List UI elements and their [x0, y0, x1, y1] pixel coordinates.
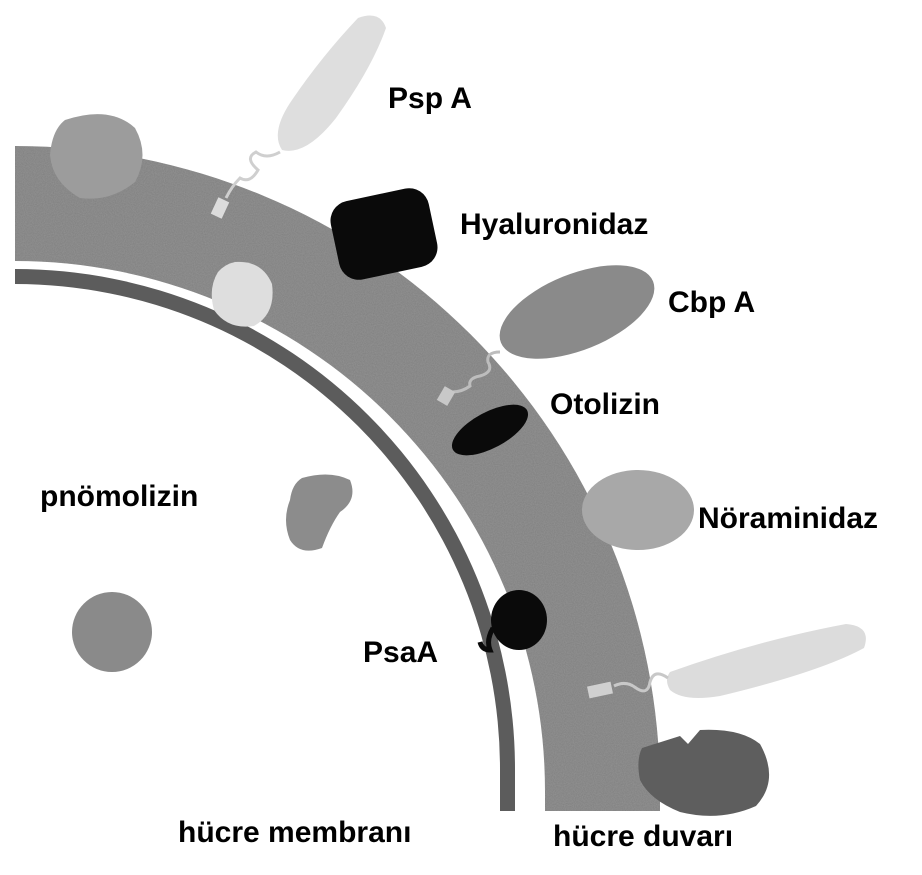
label-cbp-a: Cbp A [668, 286, 755, 319]
membrane-protein-light [212, 262, 273, 327]
noraminidaz-protein [582, 470, 694, 550]
hyaluronidaz-protein [327, 184, 441, 283]
cbp-a-protein [437, 246, 667, 406]
pnomolizin-protein [286, 474, 352, 550]
label-hyaluronidaz: Hyaluronidaz [460, 208, 648, 241]
label-psaa: PsaA [363, 636, 438, 669]
label-hucre-duvari: hücre duvarı [553, 820, 733, 853]
label-noraminidaz: Nöraminidaz [698, 502, 878, 535]
label-pnomolizin: pnömolizin [40, 480, 198, 513]
label-otolizin: Otolizin [550, 388, 660, 421]
label-psp-a: Psp A [388, 82, 472, 115]
free-protein-circle [72, 592, 152, 672]
label-hucre-membrani: hücre membranı [178, 816, 411, 849]
